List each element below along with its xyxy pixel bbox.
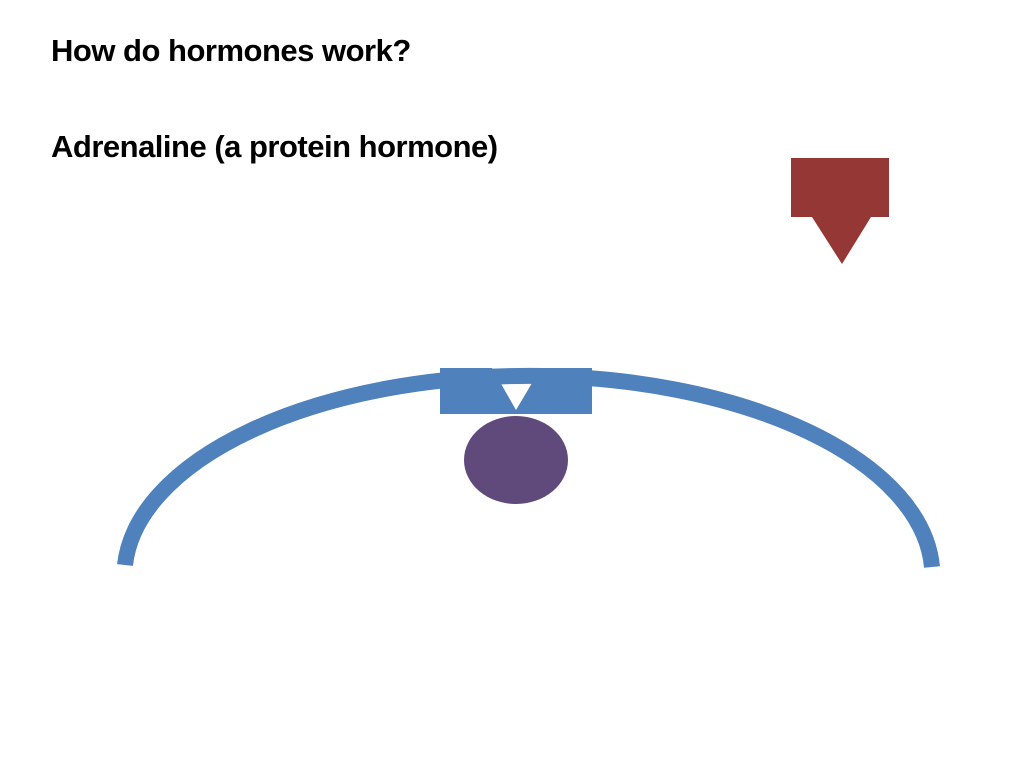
slide-subtitle: Adrenaline (a protein hormone) — [51, 129, 498, 164]
relay-molecule — [464, 416, 568, 504]
adrenaline-hormone — [791, 158, 889, 264]
receptor — [440, 368, 592, 414]
slide-title: How do hormones work? — [51, 33, 411, 68]
cell-membrane — [117, 367, 940, 568]
